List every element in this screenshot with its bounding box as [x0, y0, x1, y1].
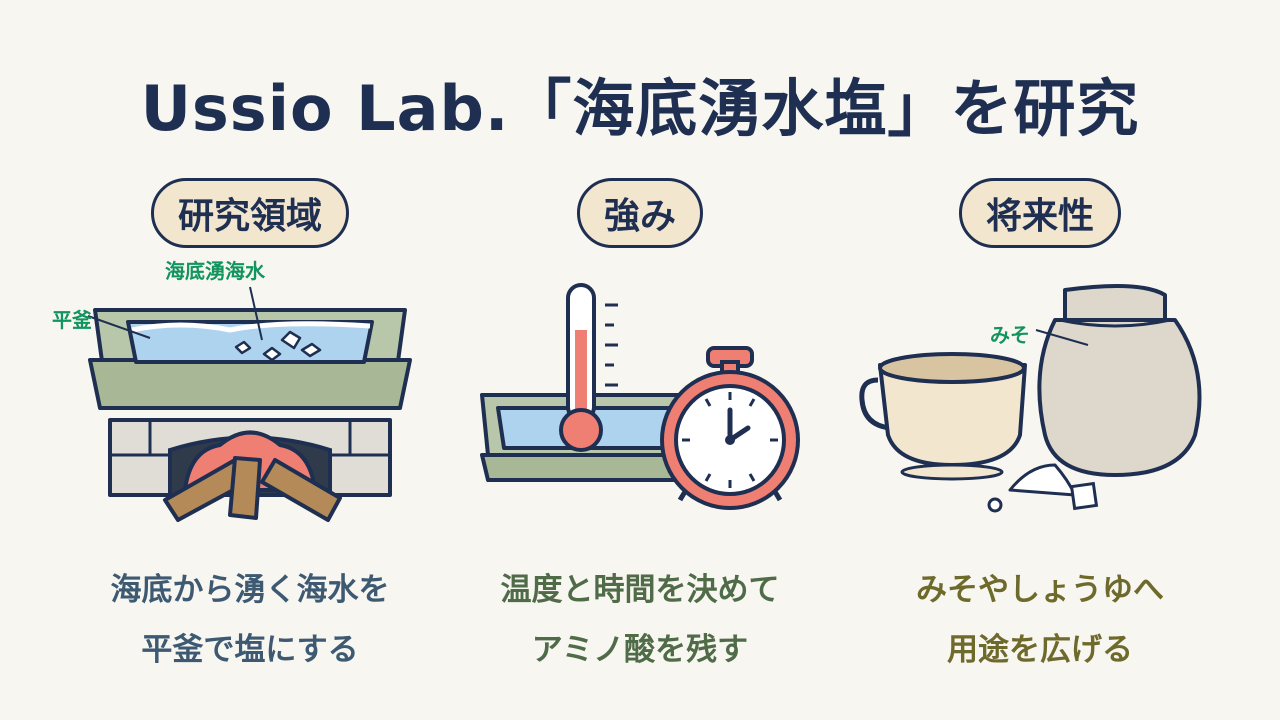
- caption-future: みそやしょうゆへ 用途を広げる: [916, 572, 1164, 668]
- caption-research-area: 海底から湧く海水を 平釜で塩にする: [110, 572, 390, 668]
- column-future: 将来性 みそ: [840, 0, 1240, 720]
- page-title: Ussio Lab.「海底湧水塩」を研究: [140, 72, 1140, 145]
- column-research-area: 研究領域: [50, 0, 450, 720]
- heading-future: 将来性: [958, 178, 1122, 248]
- caption-strengths: 温度と時間を決めて アミノ酸を残す: [500, 572, 780, 668]
- jar-icon: [1037, 284, 1202, 477]
- thermometer-and-stopwatch-icon: [440, 250, 840, 530]
- stopwatch-icon: [660, 346, 800, 510]
- heading-research-area: 研究領域: [150, 178, 350, 248]
- label-flat-pan: 平釜: [52, 308, 93, 332]
- miso-and-soy-icon: みそ: [840, 250, 1240, 530]
- thermometer-icon: [559, 283, 618, 452]
- label-miso: みそ: [990, 323, 1030, 347]
- salt-pile-icon: [987, 463, 1099, 513]
- label-undersea-spring-water: 海底湧海水: [165, 259, 266, 283]
- column-strengths: 強み: [440, 0, 840, 720]
- cup-icon: [859, 352, 1027, 481]
- heading-strengths: 強み: [576, 178, 704, 248]
- salt-pan-over-fire-icon: 海底湧海水 平釜: [50, 250, 450, 530]
